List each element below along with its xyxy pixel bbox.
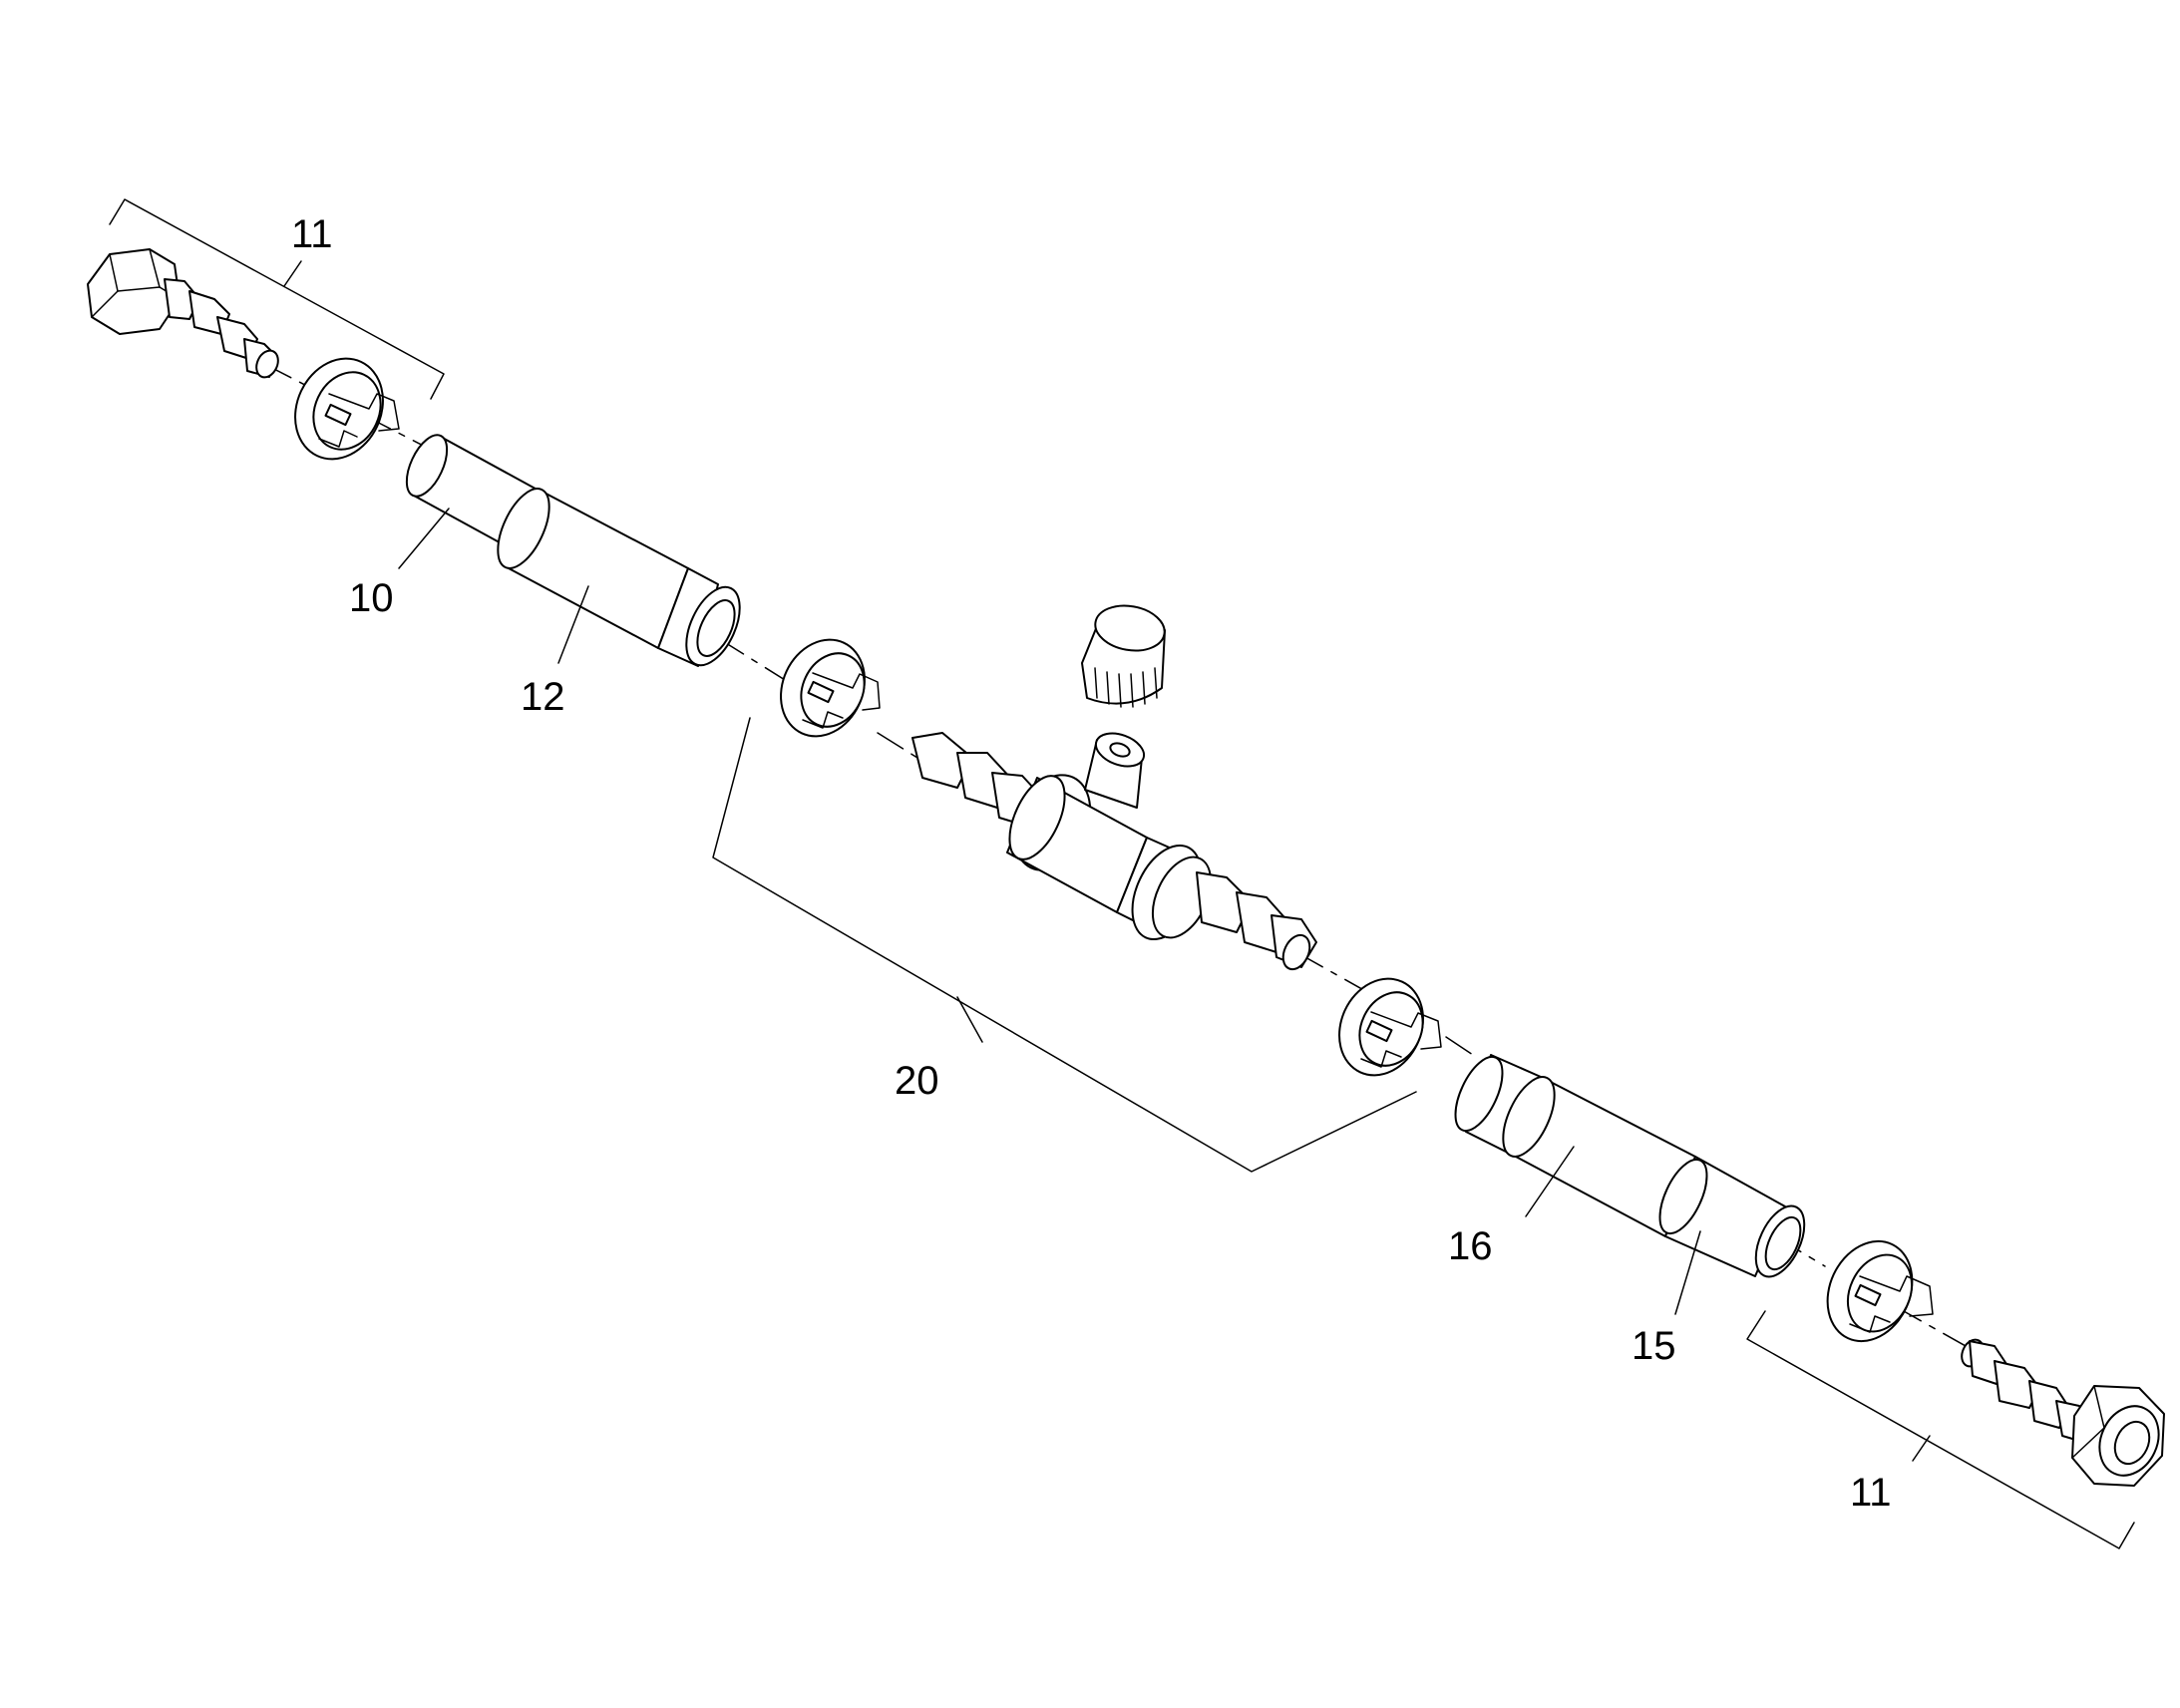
callout-hose-fitting-left: 11 [291, 212, 333, 256]
valve-cap[interactable] [1081, 600, 1168, 708]
hose-right[interactable] [1650, 1153, 1814, 1284]
hose-clamp-center-right[interactable] [1324, 965, 1442, 1089]
callout-hose-right: 15 [1632, 1324, 1676, 1368]
hose-fitting-left[interactable] [87, 248, 282, 381]
hose-clamp-left[interactable] [279, 344, 400, 474]
sleeve-left[interactable] [488, 482, 751, 674]
tee-assembly[interactable] [911, 727, 1317, 973]
sleeve-right[interactable] [1446, 1050, 1696, 1237]
hose-fitting-right[interactable] [1958, 1336, 2170, 1487]
bracket-hose-fitting-left [109, 198, 445, 400]
callout-sleeve-right: 16 [1448, 1224, 1493, 1268]
hose-clamp-right[interactable] [1812, 1227, 1934, 1355]
hose-clamp-center-left[interactable] [766, 626, 881, 750]
callout-tee-assembly: 20 [895, 1059, 939, 1103]
callout-hose-fitting-right: 11 [1850, 1471, 1892, 1515]
bracket-hose-fitting-right [1746, 1310, 2135, 1549]
callout-hose-left: 10 [349, 576, 394, 620]
bracket-tee-assembly [712, 717, 1417, 1173]
leader-lines [398, 508, 1701, 1315]
callout-sleeve-left: 12 [521, 675, 565, 719]
